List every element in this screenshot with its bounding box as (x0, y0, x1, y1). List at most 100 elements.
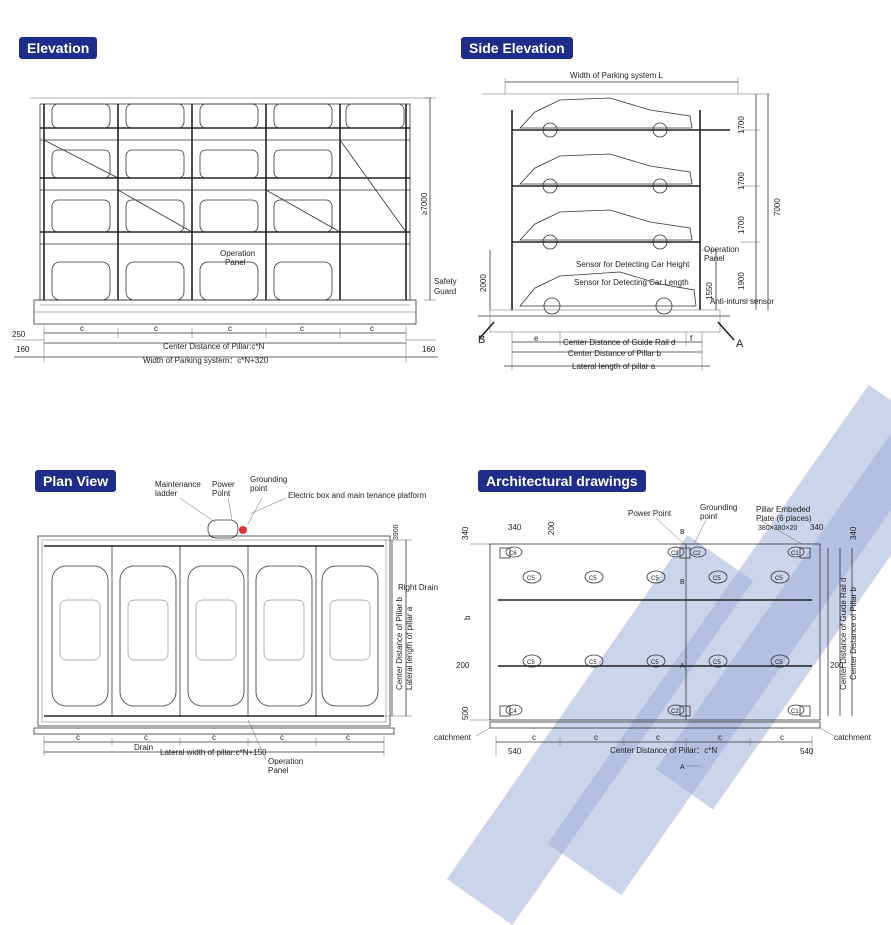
plan-drain: Drain (134, 743, 153, 752)
side-operation-1: Operation (704, 245, 739, 254)
plan-center-b: Center Distance of Pillar b (395, 597, 404, 690)
arch-side-b: b (463, 615, 472, 620)
arch-dim-340-tl: 340 (508, 523, 522, 532)
arch-c1-top: C1 (791, 551, 799, 557)
plan-grounding-1: Grounding (250, 475, 287, 484)
elevation-dim-250: 250 (12, 330, 26, 339)
drawings-canvas: Operation Panel Safety Guard ≥7000 250 1… (12, 71, 872, 775)
side-width-label: Width of Parking system L (570, 71, 663, 80)
side-dim-1550: 1550 (705, 282, 714, 300)
elevation-bay-1: c (80, 324, 84, 333)
arch-bay-4: c (718, 733, 722, 742)
side-dim-2000: 2000 (479, 274, 488, 292)
arch-mark-a-bottom: A (680, 764, 685, 771)
arch-catchment-left: catchment (434, 733, 472, 742)
arch-c5-7: C5 (589, 660, 597, 666)
arch-c5-4: C5 (713, 576, 721, 582)
arch-bay-3: c (656, 733, 660, 742)
plan-lateral-a: Lateral length of pillar a (405, 606, 414, 690)
plan-lateral-width: Lateral width of pillar:c*N+150 (160, 748, 267, 757)
plan-view-drawing (33, 497, 412, 761)
elevation-drawing (14, 97, 438, 362)
plan-bay-1: c (76, 733, 80, 742)
architectural-drawing (470, 517, 853, 767)
arch-dim-340-r: 340 (849, 526, 858, 540)
elevation-operation-panel-1: Operation (220, 249, 255, 258)
plan-bay-5: c (346, 733, 350, 742)
side-dim-e: e (534, 334, 539, 343)
arch-c4: C4 (509, 709, 517, 715)
elevation-center-distance: Center Distance of Pillar:c*N (163, 342, 265, 351)
plan-bay-4: c (280, 733, 284, 742)
elevation-dim-160-right: 160 (422, 345, 436, 354)
arch-dim-200-t: 200 (547, 521, 556, 535)
arch-embedded-size: 380×380×20 (758, 525, 797, 532)
arch-c5-6: C5 (527, 660, 535, 666)
plan-bay-2: c (144, 733, 148, 742)
side-marker-a: A (736, 338, 744, 350)
arch-bottom-dim: Center Distance of Pillar：c*N (610, 746, 717, 755)
arch-bay-2: c (594, 733, 598, 742)
side-dim-1900: 1900 (737, 272, 746, 290)
arch-mark-b-top: B (680, 529, 685, 536)
arch-dim-200-r: 200 (830, 661, 844, 670)
arch-grounding-1: Grounding (700, 503, 737, 512)
arch-c5-5: C5 (775, 576, 783, 582)
arch-catchment-right: catchment (834, 733, 872, 742)
arch-dim-540-left: 540 (508, 747, 522, 756)
arch-embedded-1: Pillar Embeded (756, 505, 810, 514)
side-elevation-title: Side Elevation (461, 37, 573, 59)
plan-dim-3900: 3900 (393, 524, 400, 540)
arch-grounding-2: point (700, 512, 718, 521)
side-sensor-length: Sensor for Detecting Car Length (574, 278, 689, 287)
arch-dim-500: 500 (461, 706, 470, 720)
side-lateral-a: Lateral length of pillar a (572, 362, 656, 371)
arch-bay-1: c (532, 733, 536, 742)
arch-power-point: Power Point (628, 509, 672, 518)
side-dim-7000: 7000 (773, 198, 782, 216)
side-guide-rail: Center Distance of Guide Rail d (563, 338, 676, 347)
plan-operation-2: Panel (268, 766, 289, 775)
elevation-bay-3: c (228, 324, 232, 333)
arch-c5-8: C5 (651, 660, 659, 666)
arch-mark-b-mid: B (680, 579, 685, 586)
arch-c5-3: C5 (651, 576, 659, 582)
arch-c2-top: C2 (693, 551, 701, 557)
plan-maintenance-2: ladder (155, 489, 178, 498)
elevation-height-label: ≥7000 (420, 192, 429, 215)
plan-grounding-2: point (250, 484, 268, 493)
side-dim-f: f (690, 334, 693, 343)
elevation-title: Elevation (19, 37, 98, 59)
arch-mark-a-mid: A (680, 663, 685, 670)
grounding-point-icon (239, 526, 247, 534)
plan-bay-3: c (212, 733, 216, 742)
arch-guide-rail: Center Distance of Guide Rail d (839, 578, 848, 691)
elevation-bay-2: c (154, 324, 158, 333)
arch-dim-540-right: 540 (800, 747, 814, 756)
side-elevation-drawing (478, 78, 770, 370)
side-pillar-b: Center Distance of Pillar b (568, 349, 661, 358)
arch-pillar-b: Center Distance of Pillar b (849, 587, 858, 680)
architectural-title: Architectural drawings (478, 470, 646, 492)
side-dim-1700-c: 1700 (737, 216, 746, 234)
arch-c5-9: C5 (713, 660, 721, 666)
elevation-bay-4: c (300, 324, 304, 333)
elevation-bay-5: c (370, 324, 374, 333)
arch-dim-200-l: 200 (456, 661, 470, 670)
elevation-safety-guard-2: Guard (434, 287, 456, 296)
side-marker-b: B (478, 334, 485, 346)
arch-dim-340-tr: 340 (810, 523, 824, 532)
arch-c3: C3 (671, 551, 679, 557)
plan-right-drain: Right Drain (398, 583, 438, 592)
arch-embedded-2: Plate (6 places) (756, 514, 812, 523)
elevation-safety-guard-1: Safety (434, 277, 457, 286)
arch-c5-2: C5 (589, 576, 597, 582)
arch-c5-1: C5 (527, 576, 535, 582)
arch-bay-5: c (780, 733, 784, 742)
plan-power-2: Point (212, 489, 231, 498)
arch-c5-10: C5 (775, 660, 783, 666)
side-anti-intrusion: Anti-intursi sensor (710, 297, 774, 306)
side-dim-1700-b: 1700 (737, 172, 746, 190)
arch-c6: C6 (509, 551, 517, 557)
elevation-dim-160-left: 160 (16, 345, 30, 354)
